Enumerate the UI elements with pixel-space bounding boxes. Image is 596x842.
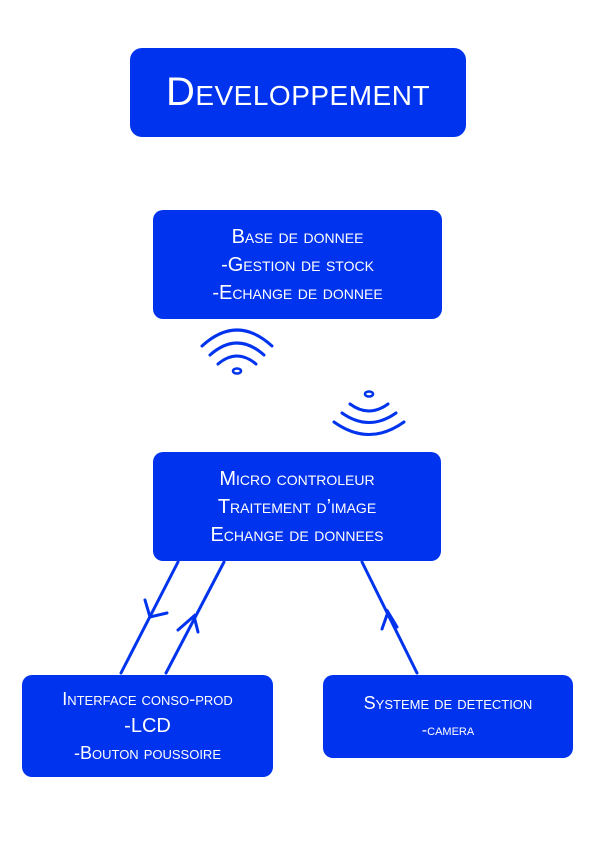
interface-node-title: Interface conso-prod — [62, 688, 233, 709]
detection-node-title: Systeme de detection — [363, 692, 533, 713]
connector-interface-to-mcu — [164, 560, 226, 675]
interface-node-item: -LCD — [124, 714, 171, 737]
interface-node: Interface conso-prod -LCD -Bouton pousso… — [22, 675, 273, 777]
database-node: Base de donnee -Gestion de stock -Echang… — [153, 210, 442, 319]
microcontroller-node: Micro controleur Traitement d’image Echa… — [153, 452, 441, 561]
connector-mcu-to-interface — [119, 560, 180, 675]
microcontroller-node-title: Micro controleur — [219, 467, 375, 490]
detection-node: Systeme de detection -camera — [323, 675, 573, 758]
database-node-item: -Gestion de stock — [221, 253, 374, 276]
title-box: Developpement — [130, 48, 466, 137]
database-node-title: Base de donnee — [231, 225, 364, 248]
interface-node-item: -Bouton poussoire — [73, 742, 221, 763]
wifi-icon — [200, 328, 274, 375]
wifi-icon — [332, 390, 406, 436]
database-node-item: -Echange de donnee — [212, 281, 383, 304]
microcontroller-node-item: Echange de donnees — [210, 523, 384, 546]
detection-node-item: -camera — [421, 721, 475, 739]
microcontroller-node-item: Traitement d’image — [217, 495, 377, 518]
page-title: Developpement — [165, 70, 431, 114]
connector-detection-to-mcu — [360, 560, 419, 675]
